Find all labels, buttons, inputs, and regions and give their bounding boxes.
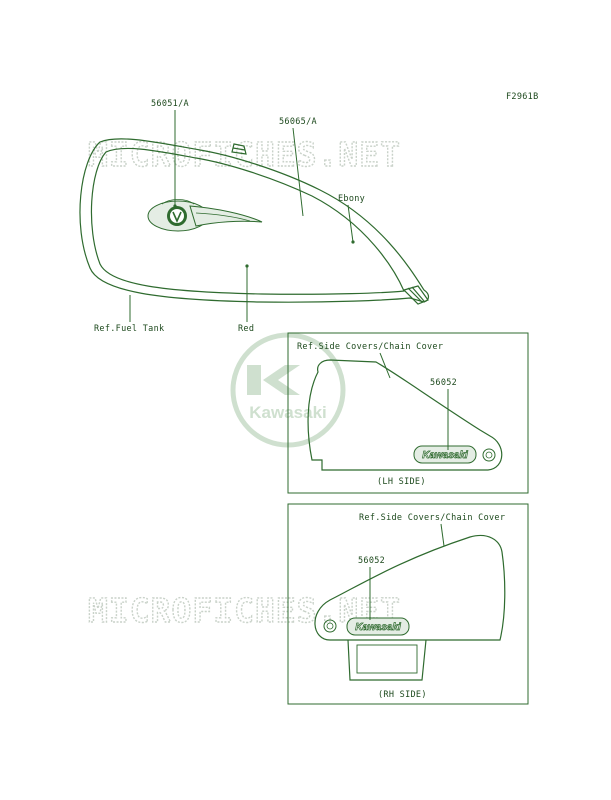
rh-badge-text: Kawasaki: [355, 622, 401, 633]
rh-side-cover: Kawasaki: [314, 534, 506, 681]
lh-side-caption: (LH SIDE): [377, 477, 426, 487]
tank-emblem: [147, 199, 263, 232]
rh-side-panel: [287, 503, 529, 705]
rh-part-number-56052: 56052: [358, 556, 385, 566]
lh-ref-side-covers: Ref.Side Covers/Chain Cover: [297, 342, 443, 352]
part-number-56065: 56065/A: [279, 117, 317, 127]
color-label-ebony: Ebony: [338, 194, 365, 204]
rh-kawasaki-badge: [346, 617, 410, 636]
lh-badge-text: Kawasaki: [422, 450, 468, 461]
rh-side-caption: (RH SIDE): [378, 690, 427, 700]
lh-part-number-56052: 56052: [430, 378, 457, 388]
lh-side-cover: Kawasaki: [307, 359, 503, 471]
color-label-red: Red: [238, 324, 254, 334]
part-number-56051: 56051/A: [151, 99, 189, 109]
lh-kawasaki-badge: [413, 445, 477, 464]
ref-fuel-tank: Ref.Fuel Tank: [94, 324, 164, 334]
watermark-top: MICROFICHES.NET: [88, 135, 401, 174]
lh-side-panel: [287, 332, 529, 494]
figure-code: F2961B: [506, 92, 539, 102]
fuel-tank: [79, 138, 430, 305]
rh-ref-side-covers: Ref.Side Covers/Chain Cover: [359, 513, 505, 523]
